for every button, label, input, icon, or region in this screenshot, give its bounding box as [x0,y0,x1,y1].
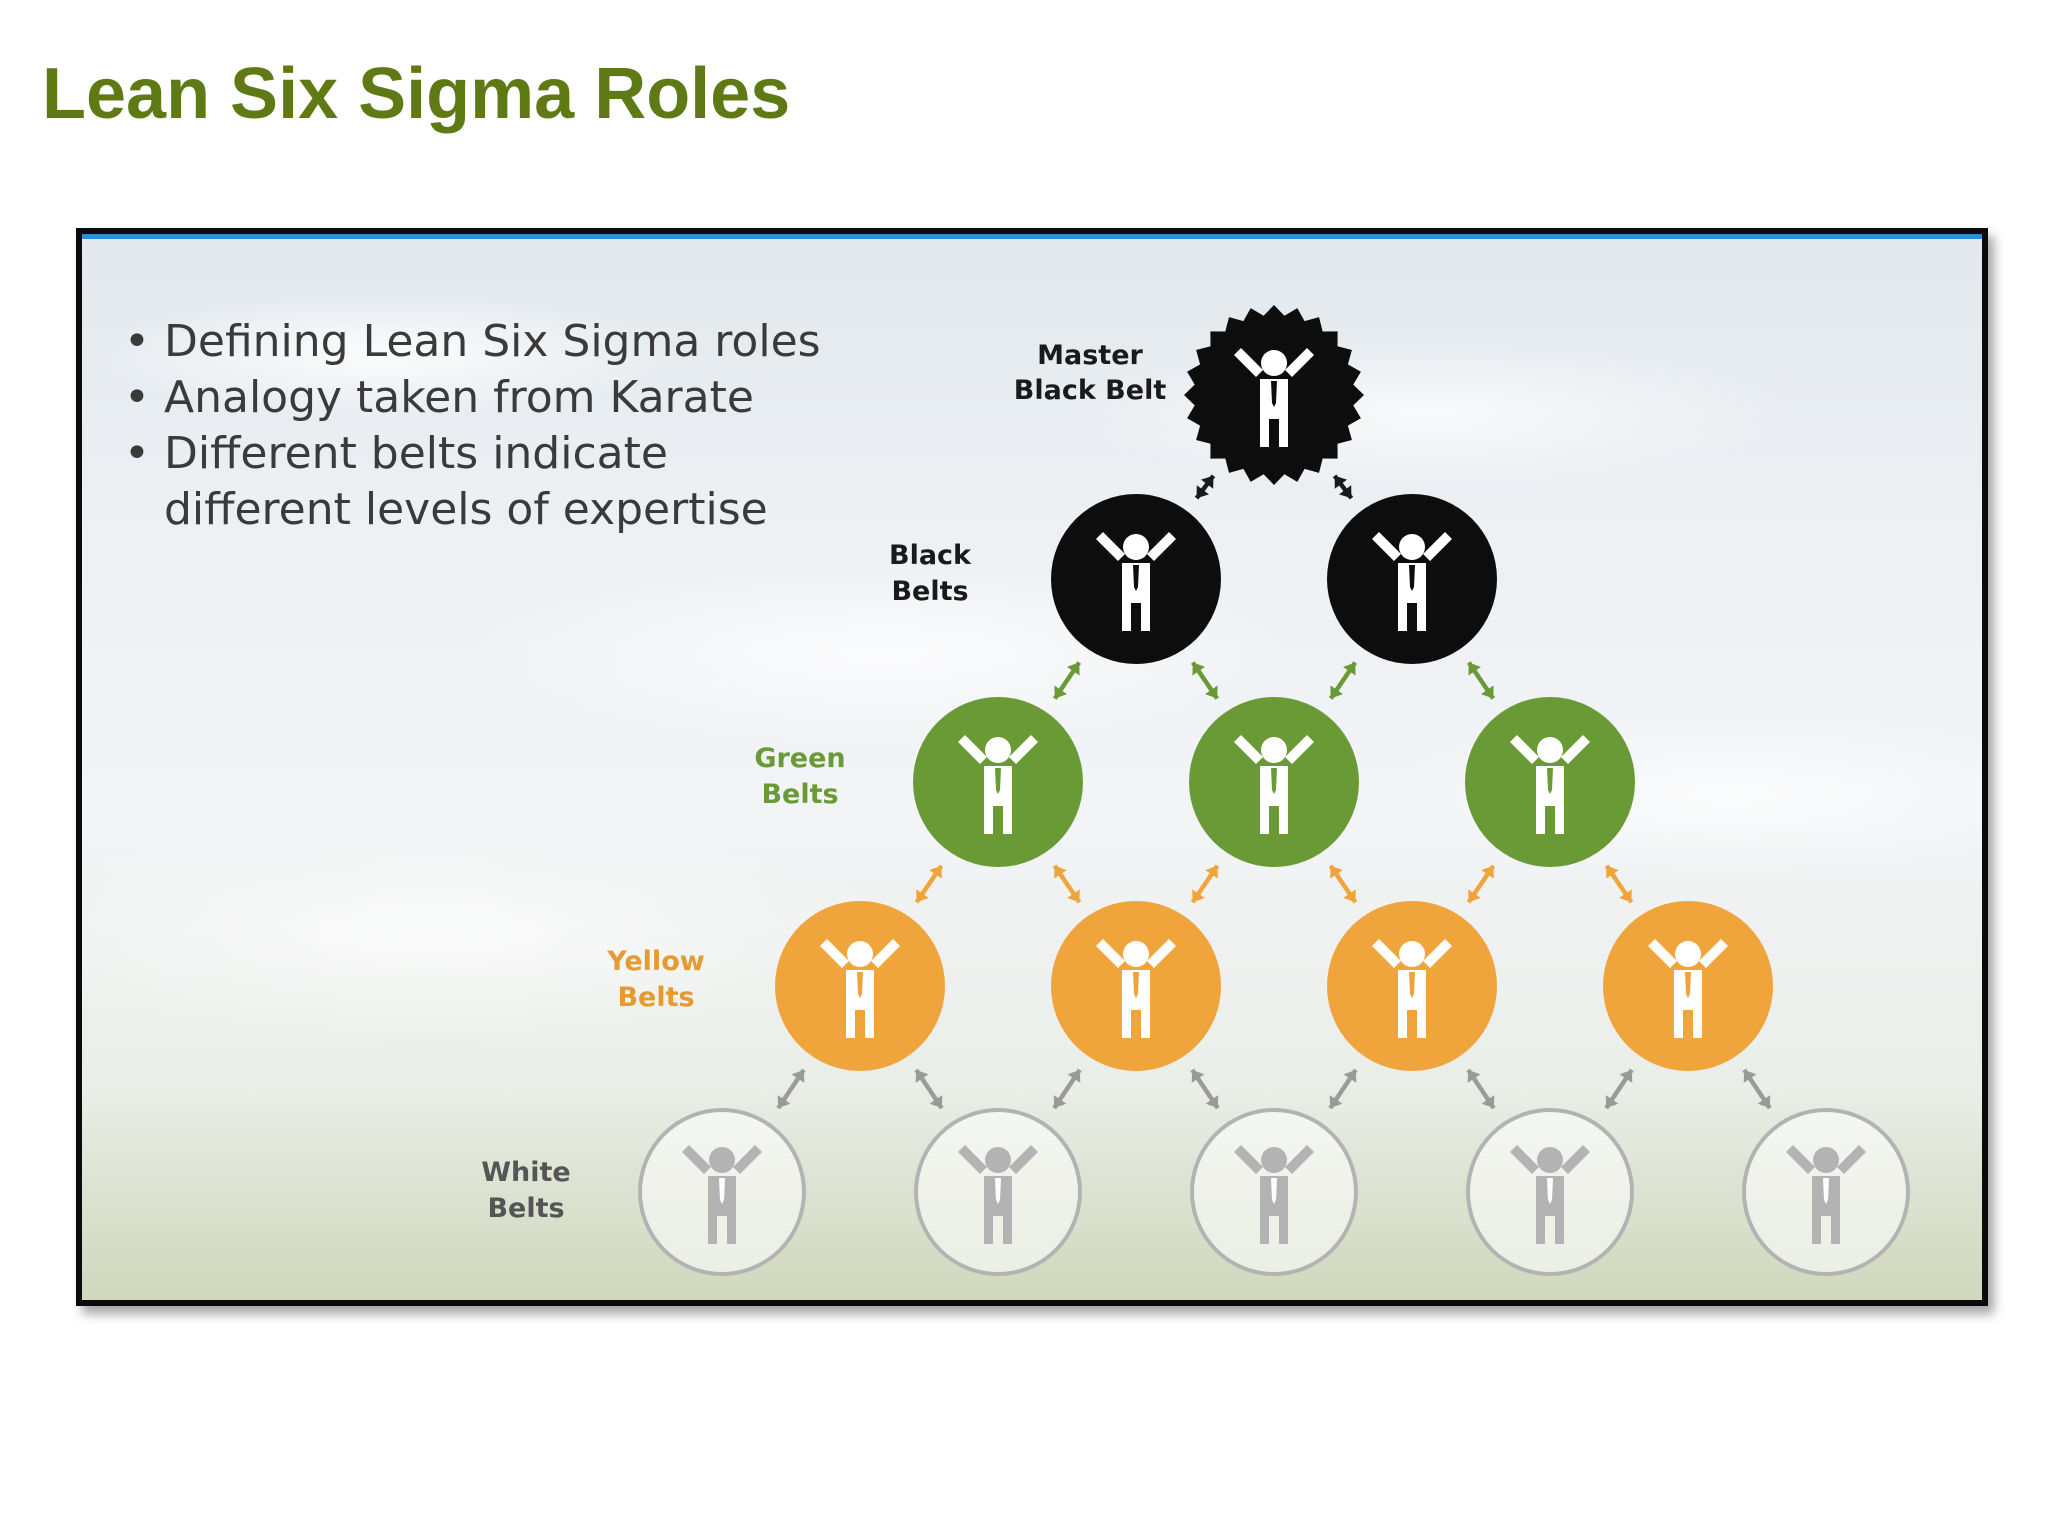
white-belt-node [1466,1108,1634,1276]
double-headed-arrow-icon [1190,661,1220,700]
bullet-item: • Analogy taken from Karate [120,370,840,426]
white-belt-node [1190,1108,1358,1276]
double-headed-arrow-icon [1190,1068,1220,1110]
green-belt-node [1465,697,1635,867]
white-belt-node [914,1108,1082,1276]
bullet-item: • Defining Lean Six Sigma roles [120,314,840,370]
double-headed-arrow-icon [1328,864,1358,904]
double-headed-arrow-icon [1466,864,1496,904]
green-belt-node [1189,697,1359,867]
belt-nodes [638,305,1910,1276]
double-headed-arrow-icon [1328,1068,1358,1110]
belt-pyramid-diagram: Master Black Belt Black Belts Green Belt… [481,305,1910,1276]
label-yellow-line2: Belts [617,982,694,1013]
bullet-list: • Defining Lean Six Sigma roles • Analogy … [120,314,840,538]
double-headed-arrow-icon [1052,661,1082,700]
black-belt-node [1327,494,1497,664]
black-belt-node [1051,494,1221,664]
bullet-dot-icon: • [124,316,150,367]
double-headed-arrow-icon [1466,661,1496,700]
double-headed-arrow-icon [1604,864,1634,904]
label-green-line2: Belts [761,779,838,810]
label-green-line1: Green [754,743,845,774]
yellow-belt-node [1051,901,1221,1071]
double-headed-arrow-icon [776,1068,806,1110]
double-headed-arrow-icon [1466,1068,1496,1110]
double-headed-arrow-icon [914,864,944,904]
bullet-text: Analogy taken from Karate [164,372,754,423]
connector-arrows [776,474,1772,1110]
double-headed-arrow-icon [1052,864,1082,904]
yellow-belt-node [1603,901,1773,1071]
label-black-line2: Belts [891,576,968,607]
double-headed-arrow-icon [1194,474,1216,500]
double-headed-arrow-icon [914,1068,944,1110]
label-master-line2: Black Belt [1014,375,1167,406]
belt-hierarchy-panel: • Defining Lean Six Sigma roles • Analogy … [76,228,1988,1306]
bullet-dot-icon: • [124,428,150,479]
double-headed-arrow-icon [1052,1068,1082,1110]
yellow-belt-node [775,901,945,1071]
green-belt-node [913,697,1083,867]
double-headed-arrow-icon [1328,661,1358,700]
label-white-line1: White [481,1157,570,1188]
white-belt-node [638,1108,806,1276]
white-belt-node [1742,1108,1910,1276]
label-black-line1: Black [889,540,972,571]
bullet-text: Different belts indicate different level… [164,428,768,535]
bullet-text: Defining Lean Six Sigma roles [164,316,821,367]
master-black-belt-node [1184,305,1364,485]
double-headed-arrow-icon [1604,1068,1634,1110]
bullet-item: • Different belts indicate different leve… [120,426,840,538]
label-yellow-line1: Yellow [606,946,704,977]
double-headed-arrow-icon [1332,474,1354,500]
yellow-belt-node [1327,901,1497,1071]
slide-title: Lean Six Sigma Roles [42,54,791,134]
label-white-line2: Belts [487,1193,564,1224]
bullet-dot-icon: • [124,372,150,423]
double-headed-arrow-icon [1742,1068,1772,1110]
double-headed-arrow-icon [1190,864,1220,904]
label-master-line1: Master [1037,340,1143,371]
